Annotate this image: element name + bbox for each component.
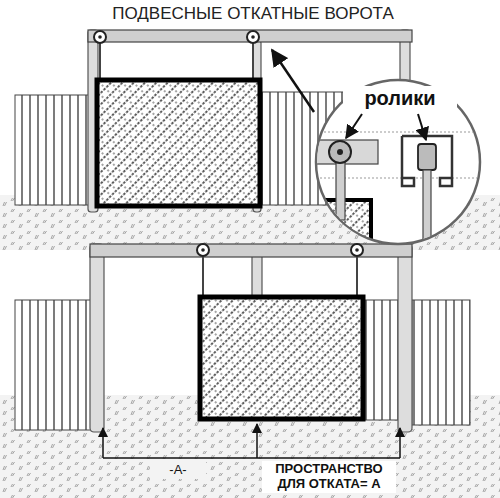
rail-section: [316, 140, 378, 164]
gate-leaf: [97, 80, 260, 206]
roller: [247, 31, 259, 43]
post: [398, 244, 412, 432]
dimension-label: -А-: [150, 462, 206, 479]
roller-axle: [337, 149, 343, 155]
detail-circle: [316, 80, 480, 244]
roller: [94, 31, 106, 43]
roller-axle: [201, 248, 205, 252]
dimension: [103, 424, 400, 458]
gate-open: [0, 244, 500, 498]
roller-axle: [251, 35, 255, 39]
hanger-rod: [356, 257, 358, 296]
roller: [197, 244, 209, 256]
dimension-arrow: [102, 428, 104, 458]
rail-beam: [90, 244, 412, 257]
guide-line: [316, 132, 480, 133]
callout-pointer: [272, 50, 314, 112]
gate-closed: [0, 30, 500, 250]
hanger-rod: [99, 43, 101, 80]
dimension-arrow: [399, 428, 401, 458]
fence: [412, 300, 470, 425]
fence: [15, 95, 93, 205]
dimension-arrow: [256, 424, 258, 458]
hanger-bracket: [423, 170, 431, 240]
roller-axle: [355, 248, 359, 252]
part-label: ролики: [343, 86, 457, 111]
diagram-title: ПОДВЕСНЫЕ ОТКАТНЫЕ ВОРОТА: [3, 4, 500, 24]
leader-arrow: [346, 114, 362, 138]
gate-leaf: [200, 297, 363, 419]
roller: [418, 144, 436, 170]
post: [90, 244, 104, 432]
dimension-line: [103, 457, 400, 459]
fence: [15, 300, 92, 430]
roller-axle: [98, 35, 102, 39]
hanger-rod: [252, 43, 254, 80]
leader-arrow: [418, 114, 426, 140]
fence: [365, 300, 400, 420]
detail-callout: [316, 80, 480, 250]
post: [252, 256, 262, 300]
hanger-rod: [202, 257, 204, 296]
roller: [329, 141, 351, 163]
dimension-note: ПРОСТРАНСТВО ДЛЯ ОТКАТА= А: [262, 461, 396, 493]
rail-beam: [88, 30, 412, 42]
roller: [351, 244, 363, 256]
